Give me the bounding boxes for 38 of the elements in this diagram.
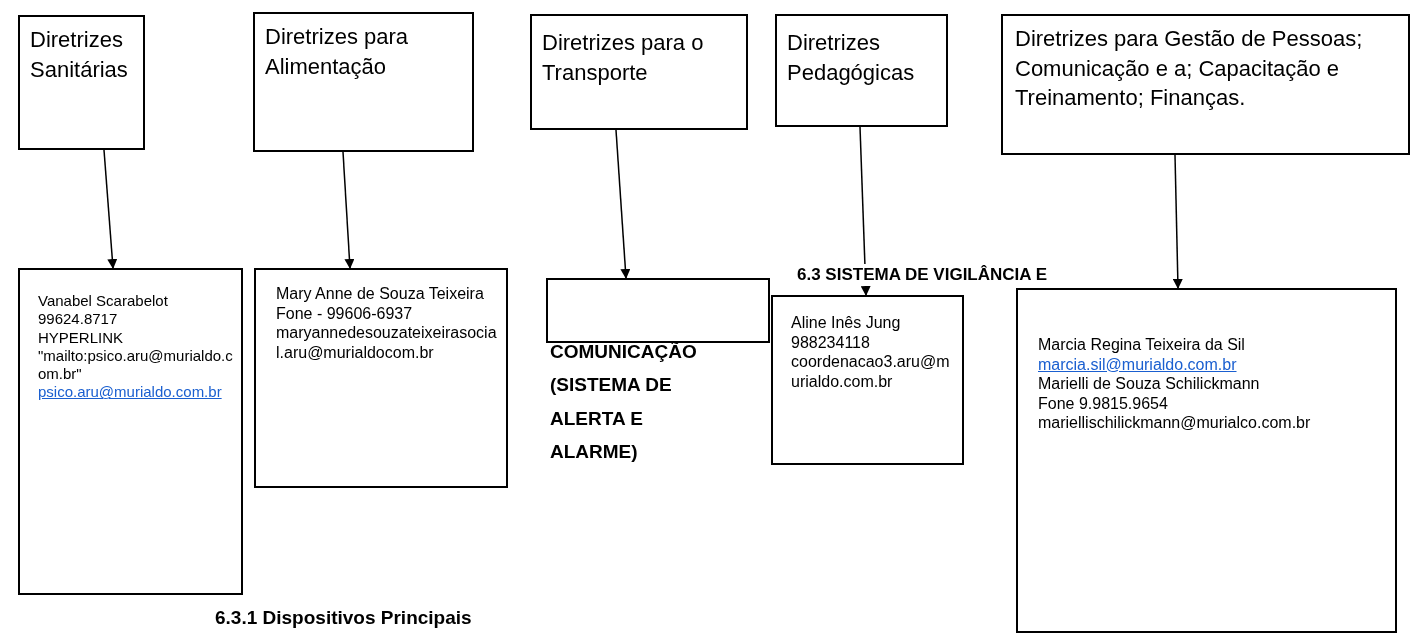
box-title: Diretrizes para Gestão de Pessoas; Comunicação e a; Capacitação e Treinamento; Finanças.	[1015, 25, 1364, 113]
contact-text: Fone 9.9815.9654	[1038, 393, 1169, 414]
subsection-heading: 6.3.1 Dispositivos Principais	[215, 606, 473, 630]
contact-text: 99624.8717	[38, 310, 119, 329]
arrow	[103, 149, 118, 269]
contact-box	[254, 268, 508, 488]
arrow	[615, 129, 631, 279]
contact-box	[1016, 288, 1397, 633]
contact-text: Mary Anne de Souza Teixeira	[276, 284, 485, 304]
email-link: psico.aru@murialdo.com.br	[38, 383, 223, 402]
guideline-box	[1001, 14, 1410, 155]
guideline-box	[253, 12, 474, 152]
box-title: Diretrizes para o Transporte	[542, 29, 705, 87]
contact-text: Marcia Regina Teixeira da Sil	[1038, 335, 1246, 355]
empty-box	[546, 278, 770, 343]
box-title: Diretrizes para Alimentação	[265, 23, 410, 81]
contact-text: coordenacao3.aru@murialdo.com.br	[791, 352, 951, 392]
box-title: Diretrizes Sanitárias	[30, 26, 129, 84]
section-heading: 6.3 SISTEMA DE VIGILÂNCIA E	[797, 264, 1047, 287]
arrow	[342, 151, 355, 269]
arrow	[859, 126, 871, 296]
contact-text: 988234118	[791, 332, 871, 353]
contact-text: Marielli de Souza Schilickmann	[1038, 374, 1261, 394]
email-link: marcia.sil@murialdo.com.br	[1038, 354, 1238, 375]
contact-text: Aline Inês Jung	[791, 313, 902, 333]
section-heading: COMUNICAÇÃO (SISTEMA DE ALERTA E ALARME)	[550, 340, 698, 464]
contact-box	[18, 268, 243, 595]
contact-text: HYPERLINK "mailto:psico.aru@murialdo.com.br"	[38, 328, 234, 384]
contact-text: Vanabel Scarabelot	[38, 292, 169, 311]
contact-text: Fone - 99606-6937	[276, 303, 414, 324]
contact-text: mariellischilickmann@murialco.com.br	[1038, 413, 1312, 433]
guideline-box	[775, 14, 948, 127]
guideline-box	[530, 14, 748, 130]
guideline-box	[18, 15, 145, 150]
arrow	[1172, 154, 1183, 289]
contact-text: maryannedesouzateixeirasocial.aru@murialdocom.br	[276, 323, 498, 363]
box-title: Diretrizes Pedagógicas	[787, 29, 916, 87]
contact-box	[771, 295, 964, 465]
